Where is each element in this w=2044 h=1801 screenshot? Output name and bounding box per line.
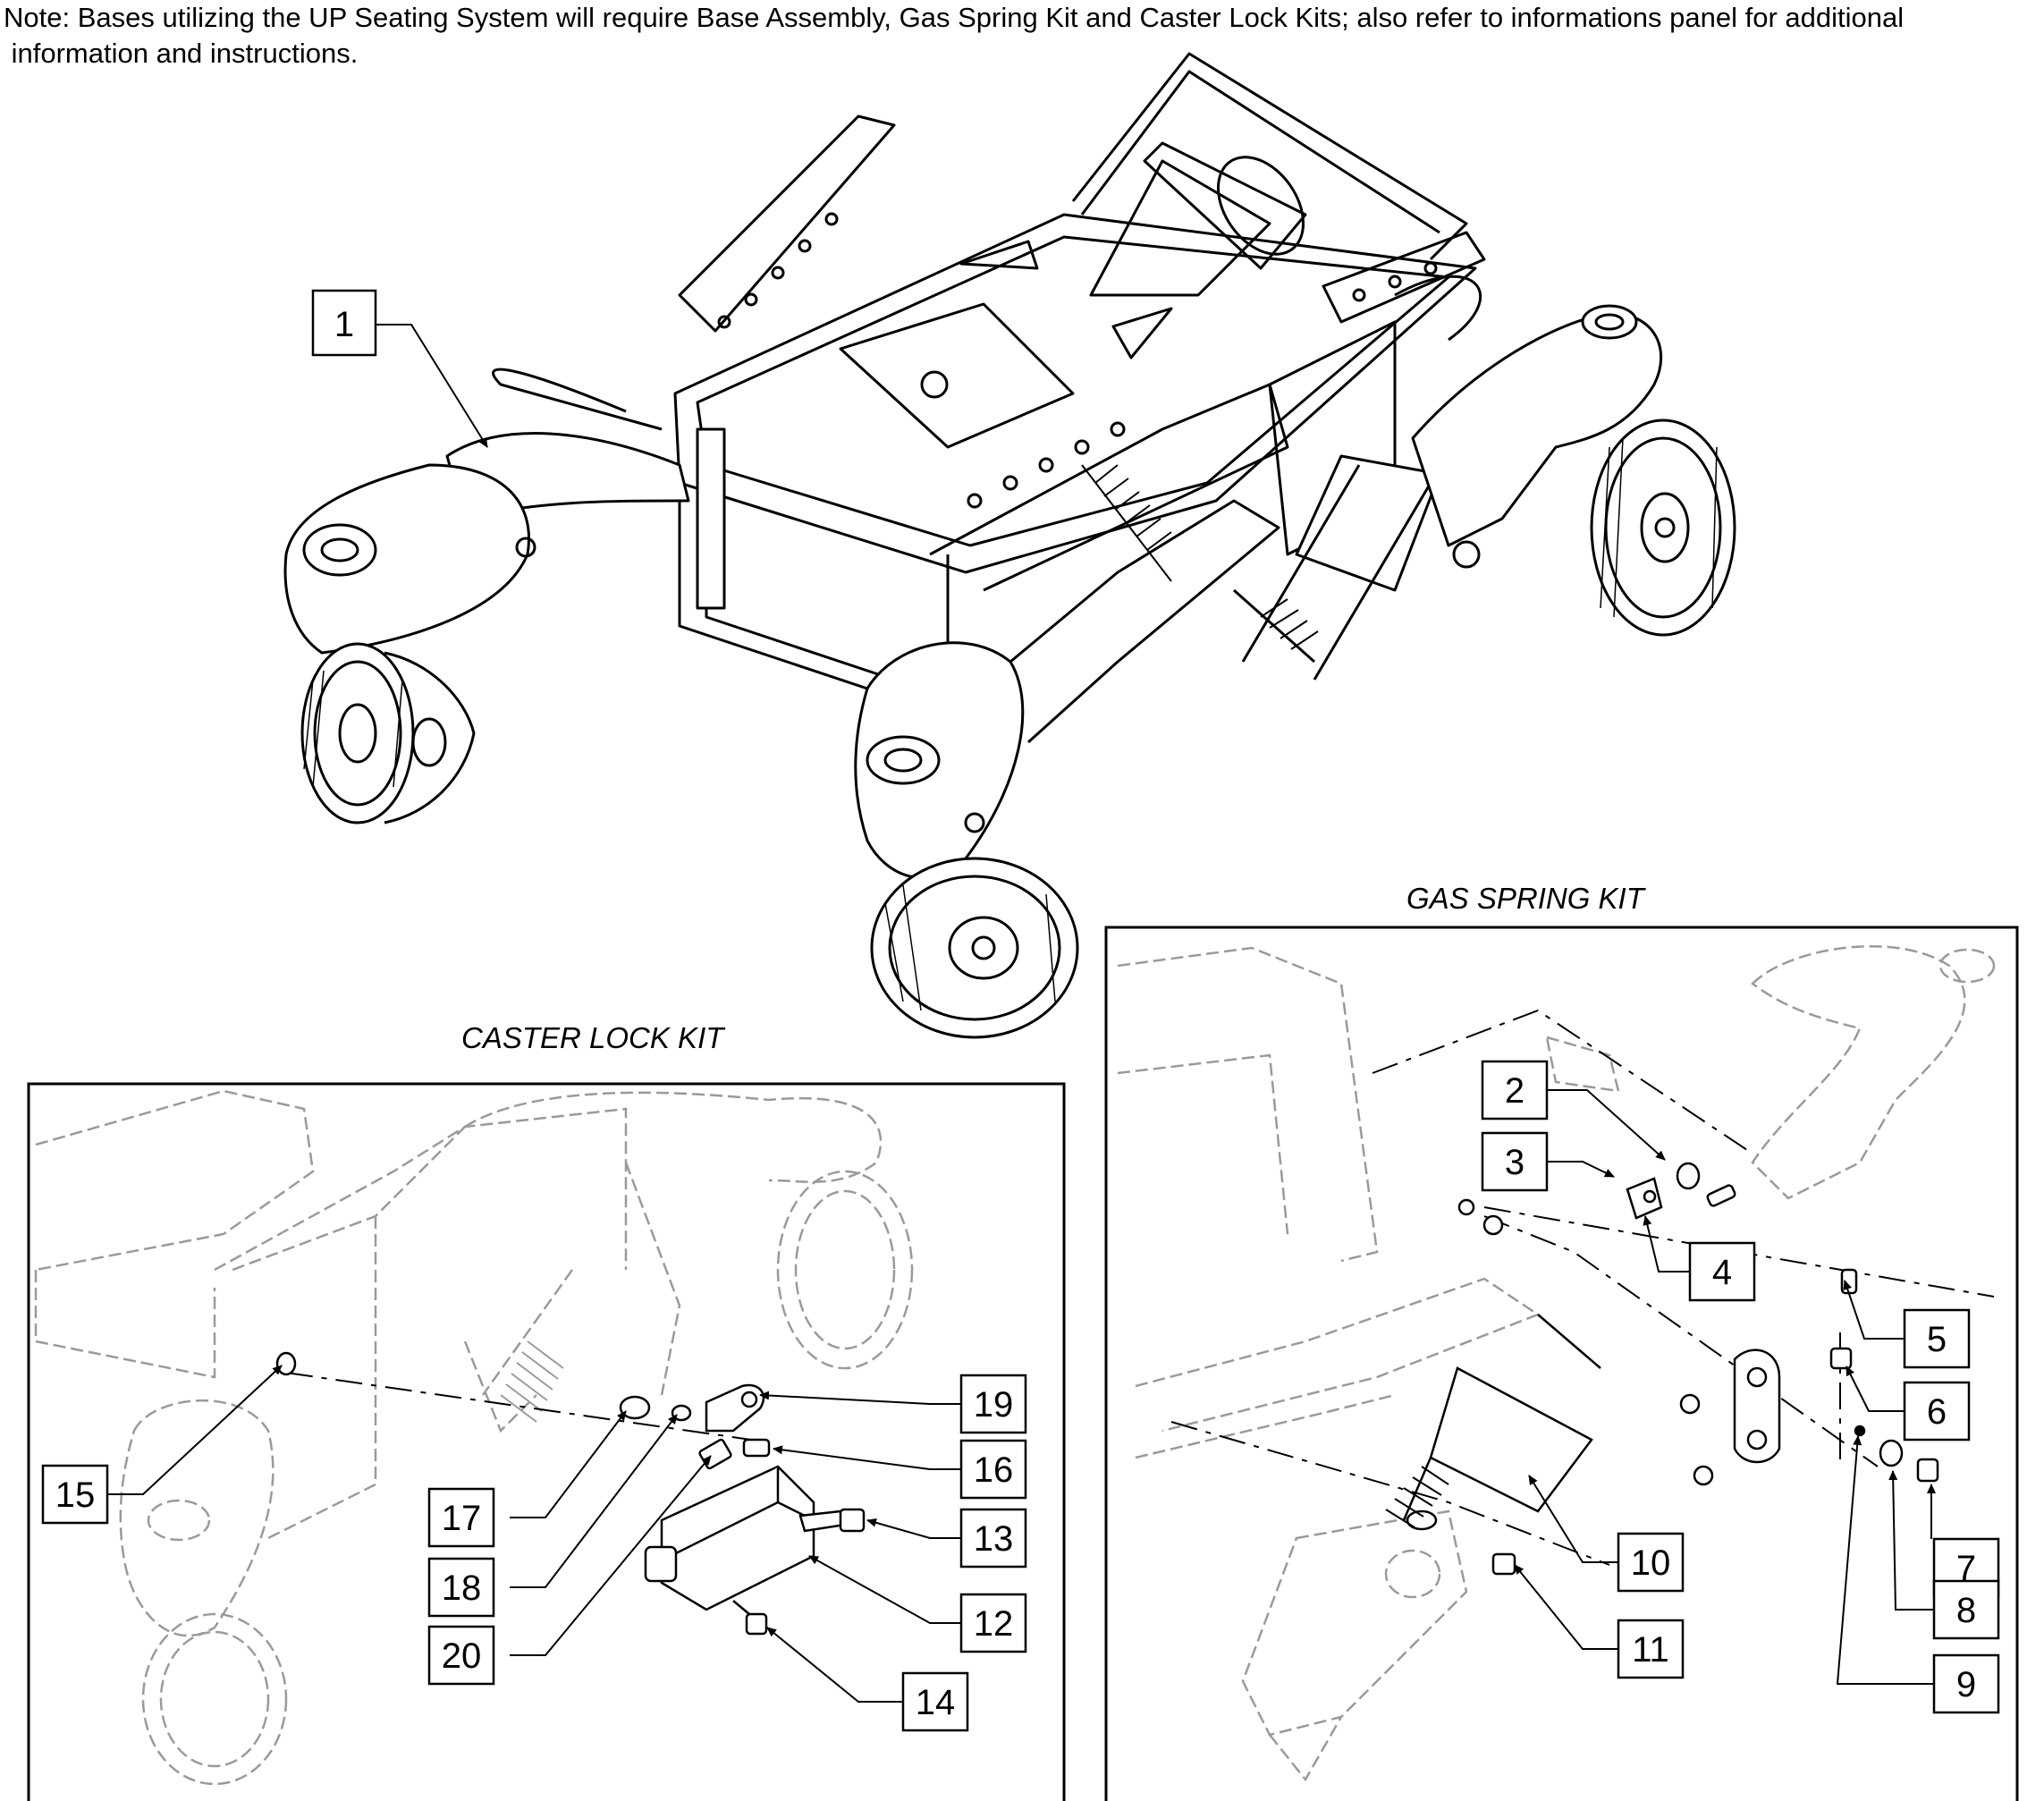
callout-5-label: 5 — [1927, 1320, 1947, 1359]
callout-18-label: 18 — [442, 1568, 482, 1608]
callout-12-label: 12 — [974, 1604, 1014, 1644]
callout-10-label: 10 — [1631, 1543, 1671, 1583]
base-assembly-illustration — [283, 52, 1736, 1039]
callout-13: 13 — [959, 1508, 1027, 1568]
callout-10: 10 — [1617, 1532, 1685, 1593]
callout-11-label: 11 — [1632, 1630, 1669, 1670]
callout-6: 6 — [1903, 1381, 1971, 1442]
callout-6-label: 6 — [1927, 1392, 1947, 1432]
callout-1-label: 1 — [334, 305, 354, 344]
callout-17-label: 17 — [442, 1499, 482, 1538]
callout-19: 19 — [959, 1374, 1027, 1434]
caster-lock-kit-title: CASTER LOCK KIT — [461, 1021, 724, 1054]
callout-16-label: 16 — [974, 1450, 1014, 1490]
callout-13-label: 13 — [974, 1519, 1014, 1559]
callout-16: 16 — [959, 1439, 1027, 1500]
callout-4-label: 4 — [1712, 1253, 1732, 1292]
callout-4: 4 — [1688, 1241, 1756, 1302]
callout-5: 5 — [1903, 1308, 1971, 1369]
callout-12: 12 — [959, 1593, 1027, 1653]
callout-19-label: 19 — [974, 1385, 1014, 1425]
callout-2: 2 — [1481, 1060, 1549, 1120]
callout-2-label: 2 — [1505, 1071, 1525, 1111]
callout-14: 14 — [901, 1671, 969, 1732]
caster-lock-kit-panel — [27, 1082, 1066, 1801]
leader-lines — [107, 324, 1936, 1703]
callout-7-label: 7 — [1956, 1549, 1976, 1588]
note-line-1: Note: Bases utilizing the UP Seating Sys… — [4, 2, 1905, 33]
callout-11: 11 — [1617, 1619, 1685, 1679]
gas-spring-kit-panel — [1104, 926, 2019, 1801]
callout-8: 8 — [1932, 1579, 2000, 1640]
callout-9: 9 — [1932, 1653, 2000, 1714]
callouts: 1 2 3 4 5 6 7 8 9 10 11 12 13 14 15 16 1… — [41, 289, 2000, 1732]
callout-15: 15 — [41, 1464, 109, 1525]
callout-18: 18 — [427, 1557, 495, 1618]
callout-20: 20 — [427, 1625, 495, 1686]
note-line-2: information and instructions. — [4, 38, 359, 69]
callout-17: 17 — [427, 1487, 495, 1548]
callout-1: 1 — [311, 289, 377, 357]
gas-spring-kit-title: GAS SPRING KIT — [1406, 882, 1644, 915]
callout-14-label: 14 — [916, 1683, 956, 1722]
callout-3: 3 — [1481, 1131, 1549, 1192]
callout-9-label: 9 — [1956, 1665, 1976, 1704]
diagram-note: Note: Bases utilizing the UP Seating Sys… — [4, 0, 2042, 72]
callout-3-label: 3 — [1505, 1143, 1525, 1182]
callout-15-label: 15 — [55, 1475, 96, 1515]
callout-8-label: 8 — [1956, 1591, 1976, 1630]
callout-20-label: 20 — [442, 1636, 482, 1676]
